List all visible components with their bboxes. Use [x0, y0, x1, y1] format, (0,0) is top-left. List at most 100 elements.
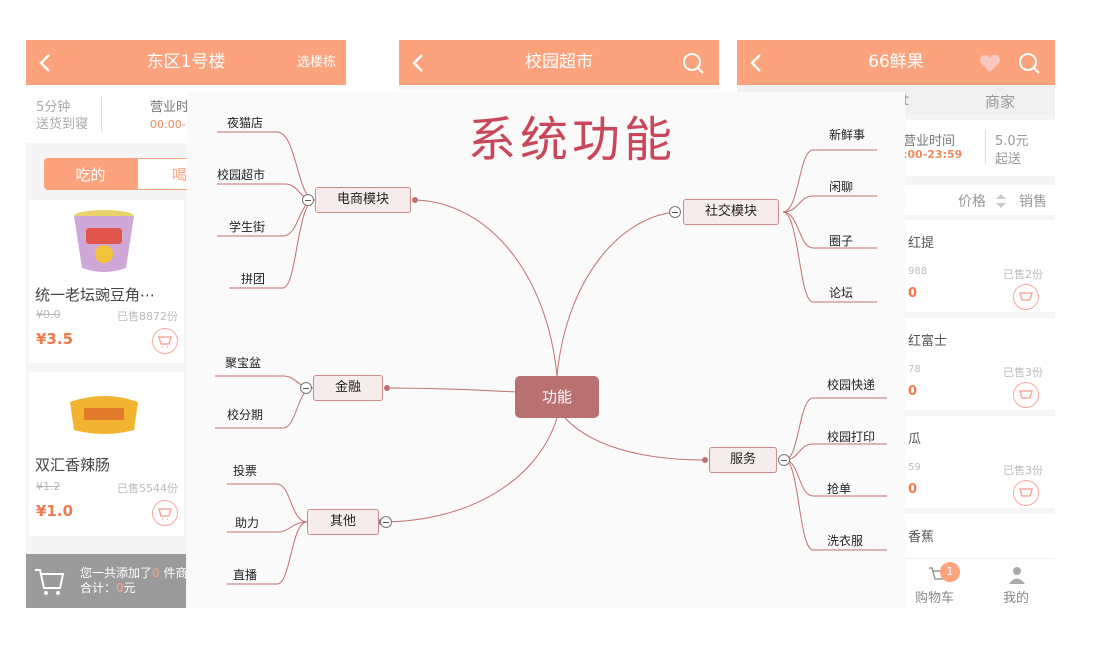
- connector-dot: [412, 197, 418, 203]
- connector: [556, 211, 682, 377]
- screen-campus-market: 校园超市: [399, 40, 719, 90]
- tab-merchant[interactable]: 商家: [985, 93, 1016, 111]
- collapse-toggle-icon[interactable]: [380, 516, 392, 528]
- item-price: 0: [908, 286, 918, 301]
- cart-summary-bar[interactable]: 您一共添加了0 件商 合计：0元: [26, 554, 188, 608]
- sort-by-sales[interactable]: 销售: [1019, 194, 1047, 210]
- sold-count: 已售5544份: [117, 482, 178, 495]
- sort-arrows-icon[interactable]: [995, 193, 1007, 209]
- back-icon[interactable]: [747, 53, 767, 73]
- back-icon[interactable]: [409, 53, 429, 73]
- cart-icon: [1019, 390, 1033, 399]
- product-price: ¥1.0: [36, 502, 74, 520]
- nav-cart-label: 购物车: [915, 591, 955, 606]
- collapse-toggle-icon[interactable]: [300, 382, 312, 394]
- divider: [985, 130, 986, 164]
- leaf-group-buy: 拼团: [241, 272, 266, 286]
- original-price: ¥1.2: [36, 480, 61, 493]
- leaf-chat: 闲聊: [829, 180, 854, 194]
- item-name: 红提: [908, 236, 935, 251]
- branch-service[interactable]: 服务: [709, 447, 777, 473]
- sold-count: 已售8872份: [117, 310, 178, 323]
- add-to-cart-button[interactable]: [1013, 284, 1039, 310]
- connector: [782, 211, 877, 303]
- cart-icon: [158, 336, 172, 348]
- item-price: 0: [908, 482, 918, 497]
- item-sold: 已售3份: [1003, 464, 1043, 477]
- leaf-live-stream: 直播: [233, 568, 258, 582]
- product-card[interactable]: 双汇香辣肠 ¥1.2 已售5544份 ¥1.0: [29, 372, 184, 536]
- leaf-campus-print: 校园打印: [827, 430, 876, 444]
- cart-icon: [158, 508, 172, 520]
- connector: [782, 211, 877, 249]
- connector: [227, 483, 308, 523]
- add-to-cart-button[interactable]: [1013, 382, 1039, 408]
- sausage-pack-image: [70, 396, 138, 434]
- delivery-info: 5分钟 送货到寝: [36, 100, 89, 132]
- item-price: 0: [908, 384, 918, 399]
- leaf-student-street: 学生街: [229, 220, 266, 234]
- cart-icon: [1019, 488, 1033, 497]
- connector: [414, 199, 558, 377]
- leaf-vote: 投票: [233, 464, 258, 478]
- branch-other[interactable]: 其他: [307, 509, 379, 535]
- connector: [784, 459, 887, 551]
- leaf-treasure-bowl: 聚宝盆: [225, 356, 262, 370]
- leaf-forum: 论坛: [829, 286, 854, 300]
- connector: [227, 521, 308, 585]
- leaf-laundry: 洗衣服: [827, 534, 864, 548]
- hours-label: 营业时间: [903, 134, 956, 149]
- noodle-cup-image: [74, 210, 134, 272]
- tab-food[interactable]: 吃的: [44, 158, 137, 190]
- search-icon[interactable]: [681, 51, 705, 75]
- product-name: 双汇香辣肠: [35, 456, 111, 474]
- cart-badge: 1: [940, 562, 960, 582]
- cart-icon: [35, 569, 65, 595]
- mindmap-root[interactable]: 功能: [515, 376, 599, 418]
- add-to-cart-button[interactable]: [1013, 480, 1039, 506]
- item-name: 红富士: [908, 334, 948, 349]
- product-card[interactable]: 统一老坛豌豆角⋯ ¥0.0 已售8872份 ¥3.5: [29, 200, 184, 363]
- hours-value: :00-23:59: [903, 148, 963, 161]
- page-title: 东区1号楼: [146, 52, 226, 72]
- connector: [227, 521, 308, 533]
- tab-products[interactable]: t: [903, 91, 909, 109]
- search-icon[interactable]: [1017, 51, 1041, 75]
- header: 校园超市: [399, 40, 719, 85]
- connector: [782, 149, 877, 213]
- item-name: 瓜: [908, 432, 922, 447]
- collapse-toggle-icon[interactable]: [302, 194, 314, 206]
- collapse-toggle-icon[interactable]: [669, 206, 681, 218]
- branch-finance[interactable]: 金融: [313, 375, 383, 401]
- connector-dot: [702, 457, 708, 463]
- cart-icon: [1019, 292, 1033, 301]
- leaf-news: 新鲜事: [829, 128, 866, 142]
- branch-social[interactable]: 社交模块: [683, 199, 779, 225]
- item-original-price: 78: [908, 364, 921, 375]
- min-order-label: 起送: [995, 152, 1022, 167]
- business-hours: 营业时 00:00-: [150, 100, 190, 131]
- back-icon[interactable]: [36, 53, 56, 73]
- mindmap-title: 系统功能: [467, 112, 676, 168]
- nav-me-label: 我的: [1003, 591, 1030, 606]
- leaf-grab-order: 抢单: [827, 482, 852, 496]
- leaf-assist: 助力: [235, 516, 260, 530]
- add-to-cart-button[interactable]: [152, 500, 178, 526]
- select-building-button[interactable]: 选楼栋: [296, 55, 336, 70]
- sort-by-price[interactable]: 价格: [958, 194, 986, 210]
- collapse-toggle-icon[interactable]: [778, 454, 790, 466]
- connector: [386, 387, 518, 393]
- connector: [215, 375, 314, 389]
- branch-ecommerce[interactable]: 电商模块: [315, 187, 411, 213]
- connector: [217, 183, 316, 201]
- item-original-price: 988: [908, 266, 928, 277]
- add-to-cart-button[interactable]: [152, 328, 178, 354]
- divider: [101, 97, 102, 131]
- connector: [564, 417, 708, 461]
- cart-summary-text: 您一共添加了0 件商 合计：0元: [80, 566, 188, 595]
- connector: [784, 443, 887, 461]
- favorite-heart-icon[interactable]: [979, 53, 1001, 73]
- leaf-circle: 圈子: [829, 234, 854, 248]
- connector: [782, 195, 877, 213]
- connector: [380, 417, 558, 523]
